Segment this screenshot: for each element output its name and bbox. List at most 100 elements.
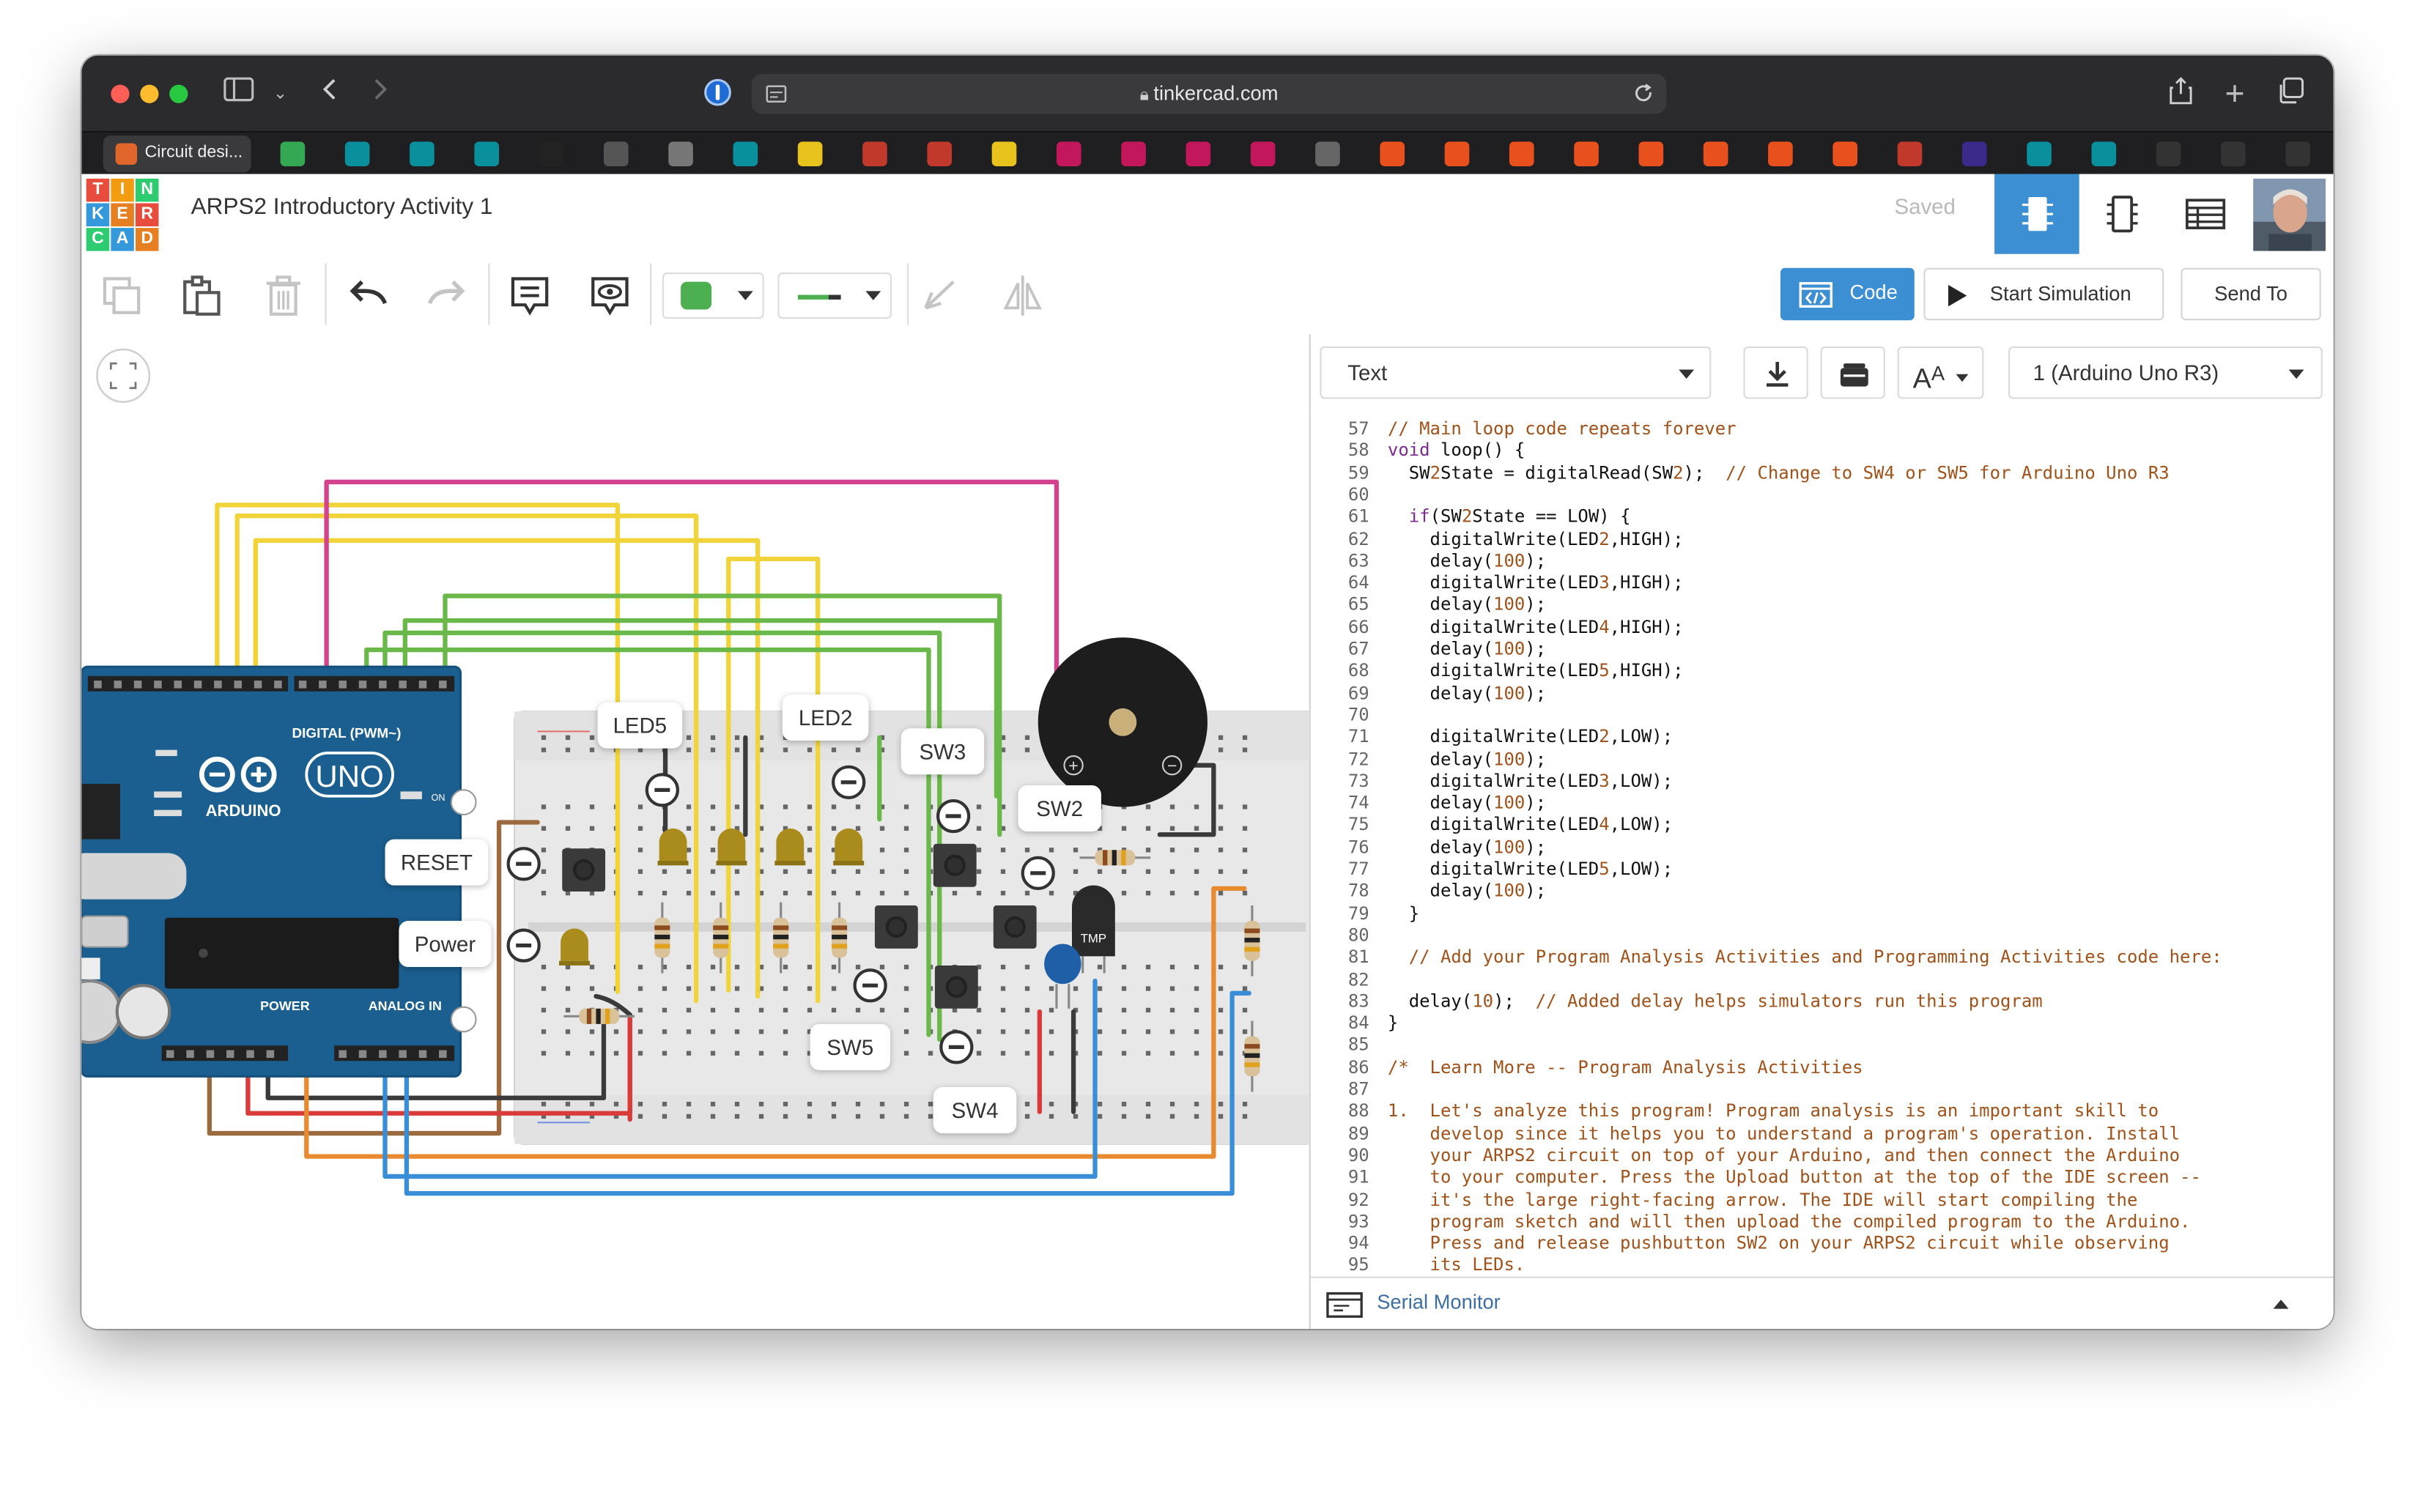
serial-monitor-bar[interactable]: Serial Monitor [1310, 1276, 2334, 1330]
bookmark-tab-favicon-icon[interactable] [280, 141, 306, 167]
bookmark-tab-favicon-icon[interactable] [344, 141, 370, 167]
reload-icon[interactable] [1632, 84, 1654, 105]
avatar[interactable] [2253, 178, 2326, 251]
zoom-window-button[interactable] [169, 84, 188, 103]
fit-view-icon[interactable] [96, 348, 151, 403]
bookmark-tab-favicon-icon[interactable] [2285, 141, 2310, 167]
temperature-sensor[interactable]: TMP [1071, 885, 1115, 974]
bookmark-tab-favicon-icon[interactable] [733, 141, 758, 167]
bookmark-tab-favicon-icon[interactable] [991, 141, 1017, 167]
bookmark-tab-favicon-icon[interactable] [1574, 141, 1599, 167]
line-number: 57 [1347, 417, 1369, 440]
callout-sw5[interactable]: SW5 [810, 1023, 890, 1070]
start-simulation-button[interactable]: Start Simulation [1923, 267, 2164, 321]
bookmark-tab-favicon-icon[interactable] [797, 141, 823, 167]
bookmark-tab-favicon-icon[interactable] [1832, 141, 1858, 167]
bookmark-tab-favicon-icon[interactable] [1056, 141, 1081, 167]
bookmark-tab-favicon-icon[interactable] [927, 141, 953, 167]
password-manager-icon[interactable] [700, 77, 734, 111]
send-to-button[interactable]: Send To [2181, 267, 2321, 321]
flip-icon[interactable] [1001, 274, 1044, 317]
callout-led2[interactable]: LED2 [782, 694, 869, 741]
arduino-uno-board[interactable]: ARDUINO UNO DIGITAL (PWM~) POWER ANALOG … [81, 665, 477, 1078]
bookmark-tab-favicon-icon[interactable] [1444, 141, 1470, 167]
bookmark-tab-favicon-icon[interactable] [1380, 141, 1405, 167]
tab-overview-icon[interactable] [2274, 77, 2307, 111]
wire-type-picker[interactable] [777, 273, 892, 319]
copy-icon[interactable] [100, 274, 144, 317]
bookmark-tab-favicon-icon[interactable] [1250, 141, 1276, 167]
callout-sw2[interactable]: SW2 [1018, 785, 1101, 832]
close-window-button[interactable] [111, 84, 130, 103]
chevron-down-icon[interactable]: ⌄ [273, 84, 288, 103]
chevron-up-icon[interactable] [2273, 1300, 2289, 1309]
page-settings-icon[interactable] [766, 84, 787, 105]
callout-sw4[interactable]: SW4 [933, 1087, 1017, 1134]
bookmark-tab-favicon-icon[interactable] [2027, 141, 2052, 167]
bookmark-tab-favicon-icon[interactable] [603, 141, 629, 167]
forward-icon[interactable] [363, 77, 397, 111]
notes-icon[interactable] [508, 274, 552, 317]
wire-color-picker[interactable] [662, 273, 764, 319]
minimize-window-button[interactable] [140, 84, 159, 103]
bookmark-tab-favicon-icon[interactable] [1897, 141, 1923, 167]
code-text: 1. Let's analyze this program! Program a… [1387, 1100, 2159, 1122]
schematic-view-button[interactable] [2079, 174, 2164, 254]
download-code-button[interactable] [1743, 346, 1808, 399]
piezo-buzzer[interactable]: + − [1038, 637, 1208, 807]
bookmark-tab-favicon-icon[interactable] [2221, 141, 2246, 167]
code-line: 87 [1311, 1078, 1388, 1100]
bookmark-tab-favicon-icon[interactable] [1121, 141, 1146, 167]
callout-sw5-label: SW5 [826, 1034, 874, 1060]
bookmark-tab-favicon-icon[interactable] [1768, 141, 1793, 167]
ceramic-capacitor[interactable] [1044, 944, 1081, 1009]
callout-power[interactable]: Power [399, 920, 492, 968]
bookmark-tab-favicon-icon[interactable] [1315, 141, 1340, 167]
address-bar[interactable]: 🔒︎ tinkercad.com [751, 73, 1667, 114]
back-icon[interactable] [313, 77, 347, 111]
bookmark-tab-favicon-icon[interactable] [539, 141, 564, 167]
new-tab-icon[interactable]: + [2224, 73, 2245, 113]
libraries-button[interactable] [1820, 346, 1885, 399]
circuit-canvas[interactable]: ARDUINO UNO DIGITAL (PWM~) POWER ANALOG … [81, 334, 1309, 1330]
undo-icon[interactable] [347, 274, 390, 317]
device-select[interactable]: 1 (Arduino Uno R3) [2008, 346, 2323, 399]
bookmark-tab-favicon-icon[interactable] [862, 141, 887, 167]
bookmark-tab-favicon-icon[interactable] [410, 141, 434, 167]
logo-letter: D [135, 228, 159, 251]
callout-led5[interactable]: LED5 [597, 702, 683, 749]
bookmark-tab-favicon-icon[interactable] [2156, 141, 2181, 167]
code-line: 75 digitalWrite(LED4,LOW); [1311, 814, 1673, 836]
callout-sw3[interactable]: SW3 [900, 728, 985, 775]
led-light [776, 828, 805, 861]
redo-icon[interactable] [425, 274, 468, 317]
bookmark-tab-favicon-icon[interactable] [1961, 141, 1987, 167]
tab-circuit-design[interactable]: Circuit desi... [103, 135, 251, 173]
design-title[interactable]: ARPS2 Introductory Activity 1 [191, 193, 493, 220]
paste-icon[interactable] [180, 274, 223, 317]
notes-visibility-icon[interactable] [588, 274, 632, 317]
bookmark-tab-favicon-icon[interactable] [668, 141, 693, 167]
callout-reset[interactable]: RESET [385, 839, 489, 886]
bookmark-tab-favicon-icon[interactable] [2091, 141, 2117, 167]
components[interactable]: + − TMP [559, 637, 1260, 1092]
code-button[interactable]: Code [1780, 267, 1915, 321]
tinkercad-logo[interactable]: T I N K E R C A D [86, 178, 159, 251]
share-icon[interactable] [2164, 77, 2197, 111]
bookmark-tab-favicon-icon[interactable] [1703, 141, 1728, 167]
sidebar-icon[interactable] [222, 77, 256, 111]
circuit-view-button[interactable] [1994, 174, 2079, 254]
bookmark-tab-favicon-icon[interactable] [1638, 141, 1664, 167]
wires[interactable] [207, 479, 1251, 1196]
code-line: 91 to your computer. Press the Upload bu… [1311, 1166, 2201, 1188]
component-list-button[interactable] [2164, 174, 2249, 254]
bookmark-tab-favicon-icon[interactable] [474, 141, 500, 167]
code-mode-select[interactable]: Text [1320, 346, 1712, 399]
delete-icon[interactable] [262, 274, 305, 317]
bookmark-tab-favicon-icon[interactable] [1509, 141, 1534, 167]
chevron-down-icon [2288, 369, 2304, 379]
bookmark-tab-favicon-icon[interactable] [1186, 141, 1211, 167]
rotate-icon[interactable] [918, 274, 961, 317]
